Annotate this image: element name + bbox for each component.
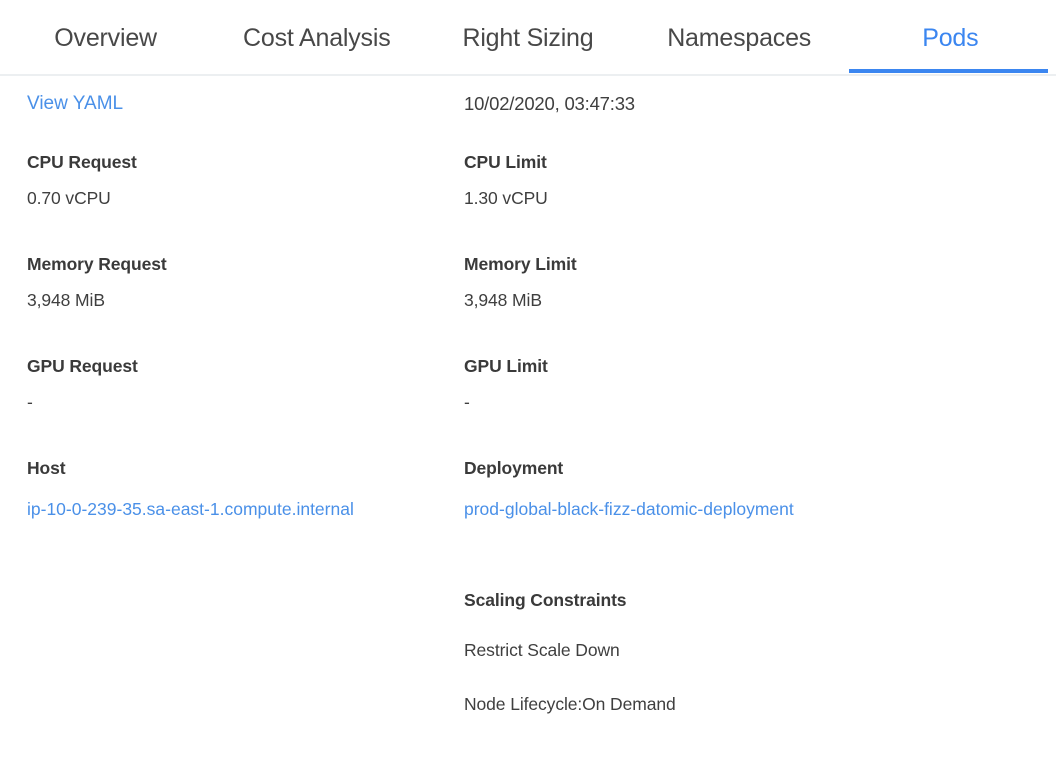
field-label: GPU Request xyxy=(27,356,138,376)
field-value: - xyxy=(464,392,470,412)
tab-overview[interactable]: Overview xyxy=(0,0,211,76)
field-deployment: Deployment prod-global-black-fizz-datomi… xyxy=(464,456,814,526)
field-label: Host xyxy=(27,458,66,478)
scaling-constraint-item: Node Lifecycle:On Demand xyxy=(464,694,676,714)
field-gpu-request: GPU Request - xyxy=(27,354,377,414)
tab-label: Pods xyxy=(922,23,979,52)
tab-namespaces[interactable]: Namespaces xyxy=(634,0,845,76)
field-label: CPU Limit xyxy=(464,152,547,172)
field-label: Deployment xyxy=(464,458,564,478)
field-label: GPU Limit xyxy=(464,356,548,376)
view-yaml-link[interactable]: View YAML xyxy=(27,93,124,114)
tab-label: Cost Analysis xyxy=(243,23,391,52)
pod-detail-pane: View YAML CPU Request 0.70 vCPU Memory R… xyxy=(0,76,1056,758)
view-yaml-row: View YAML xyxy=(27,92,377,116)
tab-label: Namespaces xyxy=(667,23,812,52)
field-label: Memory Limit xyxy=(464,254,577,274)
field-value: 1.30 vCPU xyxy=(464,188,548,208)
field-value: 3,948 MiB xyxy=(464,290,542,310)
field-scaling-constraints: Scaling Constraints Restrict Scale Down … xyxy=(464,588,814,746)
field-host: Host ip-10-0-239-35.sa-east-1.compute.in… xyxy=(27,456,377,526)
host-link[interactable]: ip-10-0-239-35.sa-east-1.compute.interna… xyxy=(27,499,354,519)
tab-label: Overview xyxy=(54,23,157,52)
tab-cost-analysis[interactable]: Cost Analysis xyxy=(211,0,422,76)
field-value: 0.70 vCPU xyxy=(27,188,111,208)
tab-bar: Overview Cost Analysis Right Sizing Name… xyxy=(0,0,1056,76)
field-cpu-limit: CPU Limit 1.30 vCPU xyxy=(464,150,814,210)
deployment-link[interactable]: prod-global-black-fizz-datomic-deploymen… xyxy=(464,499,794,519)
timestamp-row: 10/02/2020, 03:47:33 xyxy=(464,92,814,116)
field-memory-request: Memory Request 3,948 MiB xyxy=(27,252,377,312)
field-value: - xyxy=(27,392,33,412)
timestamp-value: 10/02/2020, 03:47:33 xyxy=(464,93,635,114)
field-memory-limit: Memory Limit 3,948 MiB xyxy=(464,252,814,312)
field-cpu-request: CPU Request 0.70 vCPU xyxy=(27,150,377,210)
tab-label: Right Sizing xyxy=(462,23,594,52)
field-label: Scaling Constraints xyxy=(464,590,627,610)
field-value: 3,948 MiB xyxy=(27,290,105,310)
field-label: CPU Request xyxy=(27,152,137,172)
tab-pods[interactable]: Pods xyxy=(845,0,1056,76)
field-gpu-limit: GPU Limit - xyxy=(464,354,814,414)
tab-right-sizing[interactable]: Right Sizing xyxy=(422,0,633,76)
scaling-constraint-item: Restrict Scale Down xyxy=(464,640,620,660)
field-label: Memory Request xyxy=(27,254,167,274)
